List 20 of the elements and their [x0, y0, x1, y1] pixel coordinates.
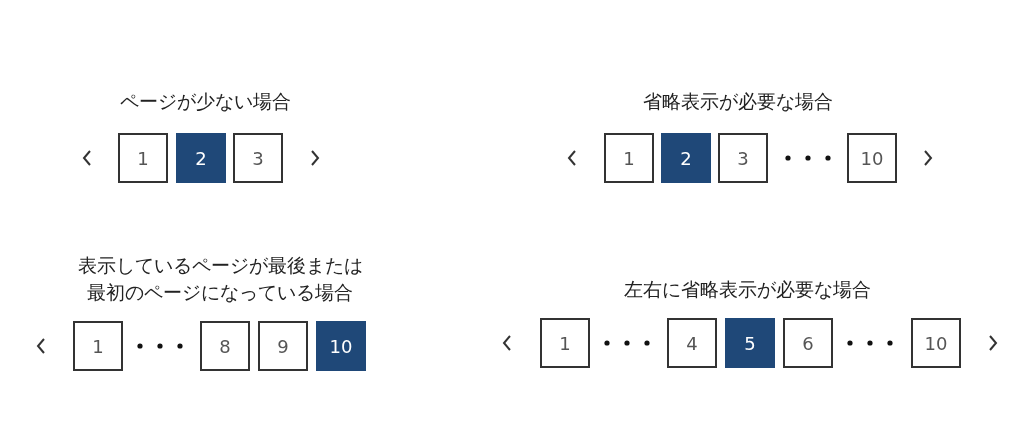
page-number-box: 2: [176, 133, 226, 183]
page-number-box: 10: [316, 321, 366, 371]
case-title: 左右に省略表示が必要な場合: [622, 277, 872, 302]
page-number-box: 10: [911, 318, 961, 368]
case-title: ページが少ない場合: [118, 89, 292, 114]
page-number-box: 4: [667, 318, 717, 368]
page-number-box: 1: [604, 133, 654, 183]
page-number-box: 8: [200, 321, 250, 371]
case-title: 表示しているページが最後または最初のページになっている場合: [76, 253, 364, 305]
page-number-box: 2: [661, 133, 711, 183]
page-number-box: 1: [540, 318, 590, 368]
page-number-box: 1: [118, 133, 168, 183]
page-number-box: 5: [725, 318, 775, 368]
page-number-box: 6: [783, 318, 833, 368]
page-number-box: 10: [847, 133, 897, 183]
page-number-box: 3: [718, 133, 768, 183]
page-number-box: 1: [73, 321, 123, 371]
case-title: 省略表示が必要な場合: [642, 89, 834, 114]
page-number-box: 9: [258, 321, 308, 371]
page-number-box: 3: [233, 133, 283, 183]
